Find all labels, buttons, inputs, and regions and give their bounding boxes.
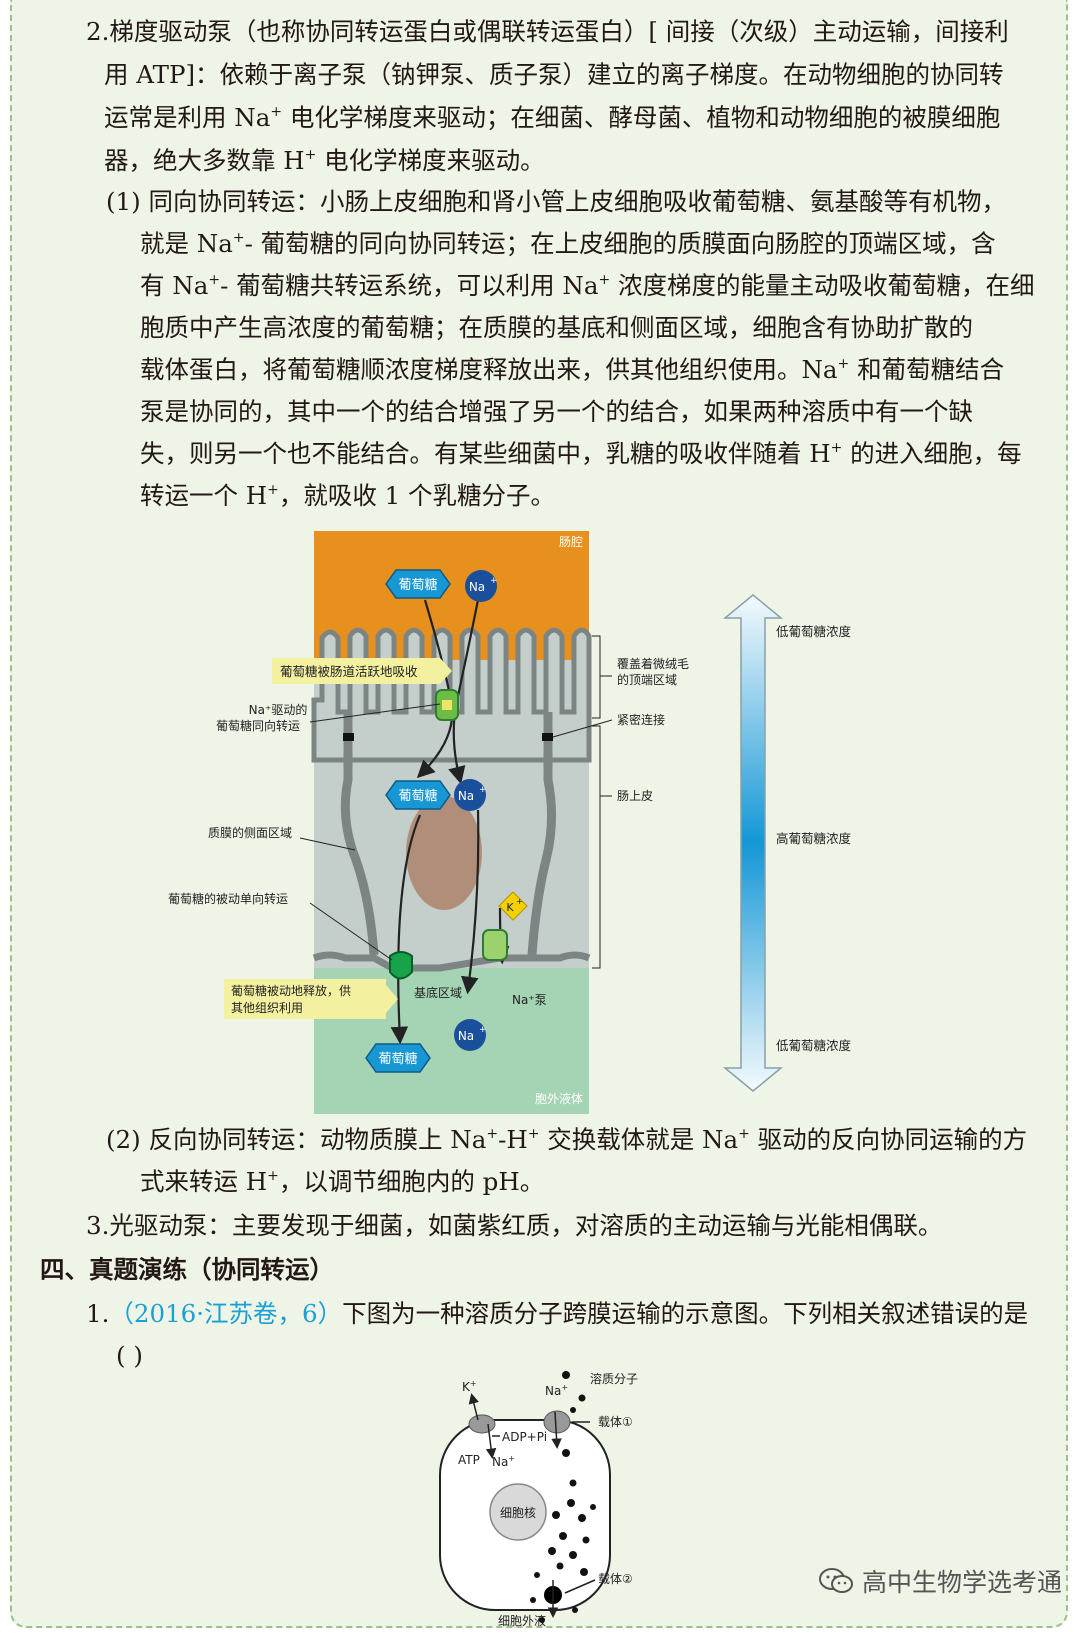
na-label-top: Na+ — [545, 1383, 568, 1398]
svg-text:Na: Na — [469, 580, 485, 594]
svg-text:其他组织利用: 其他组织利用 — [231, 1001, 303, 1015]
glucose-top: 葡萄糖 — [385, 569, 451, 599]
symport-line5: 载体蛋白，将葡萄糖顺浓度梯度释放出来，供其他组织使用。Na+ 和葡萄糖结合 — [140, 355, 1005, 384]
question-1: 1.（2016·江苏卷，6）下图为一种溶质分子跨膜运输的示意图。下列相关叙述错误… — [86, 1299, 1029, 1328]
svg-text:K: K — [506, 901, 514, 914]
tight-junction-right — [542, 733, 553, 741]
lumen-label: 肠腔 — [559, 534, 583, 549]
symport-line7: 失，则另一个也不能结合。有某些细菌中，乳糖的吸收伴随着 H+ 的进入细胞，每 — [140, 439, 1022, 468]
nucleus-label: 细胞核 — [500, 1506, 536, 1520]
symport-line2: 就是 Na+- 葡萄糖的同向协同转运；在上皮细胞的质膜面向肠腔的顶端区域，含 — [140, 229, 996, 258]
nucleus — [406, 796, 482, 910]
glucose-bottom: 葡萄糖 — [365, 1043, 431, 1073]
atp-label: ATP — [458, 1453, 480, 1467]
watermark: 高中生物学选考通 — [818, 1563, 1062, 1599]
svg-text:Na: Na — [458, 1029, 474, 1043]
label-apical-2: 的顶端区域 — [617, 672, 677, 687]
na-ion-top: Na + — [465, 570, 498, 602]
label-low-bottom: 低葡萄糖浓度 — [776, 1038, 852, 1053]
label-passive: 葡萄糖的被动单向转运 — [168, 891, 288, 906]
symport-line8: 转运一个 H+，就吸收 1 个乳糖分子。 — [140, 481, 556, 510]
callout-released: 葡萄糖被动地释放，供 其他组织利用 — [224, 979, 398, 1019]
lateral-membranes — [340, 712, 557, 956]
svg-text:葡萄糖: 葡萄糖 — [398, 577, 437, 593]
uniporter — [389, 951, 413, 980]
label-tight: 紧密连接 — [617, 712, 665, 727]
solute-molecules — [530, 1371, 596, 1623]
label-basal: 基底区域 — [414, 985, 462, 1000]
svg-text:葡萄糖: 葡萄糖 — [378, 1051, 417, 1067]
symport-line1: (1) 同向协同转运：小肠上皮细胞和肾小管上皮细胞吸收葡萄糖、氨基酸等有机物， — [106, 187, 1006, 216]
nucleus-circle — [489, 1483, 547, 1541]
na-pump — [482, 929, 508, 961]
section3: 3.光驱动泵：主要发现于细菌，如菌紫红质，对溶质的主动运输与光能相偶联。 — [86, 1211, 943, 1240]
label-low-top: 低葡萄糖浓度 — [776, 624, 852, 639]
na-ion-bottom: Na + — [454, 1019, 487, 1051]
svg-text:葡萄糖被肠道活跃地吸收: 葡萄糖被肠道活跃地吸收 — [280, 664, 418, 679]
svg-text:+: + — [479, 1025, 487, 1035]
section2-line4: 器，绝大多数靠 H+ 电化学梯度来驱动。 — [104, 146, 545, 175]
k-ion: K + — [498, 891, 528, 921]
basal-membrane — [312, 951, 591, 972]
watermark-text: 高中生物学选考通 — [861, 1568, 1062, 1597]
concentration-gradient-arrow — [722, 594, 784, 1092]
antiport-line1: (2) 反向协同转运：动物质膜上 Na+-H+ 交换载体就是 Na+ 驱动的反向… — [106, 1125, 1028, 1154]
na-label-bottom: Na+ — [492, 1454, 515, 1469]
section2-line1: 2.梯度驱动泵（也称协同转运蛋白或偶联转运蛋白）[ 间接（次级）主动运输，间接利 — [86, 17, 1009, 46]
section4-heading: 四、真题演练（协同转运） — [40, 1255, 334, 1284]
symport-line6: 泵是协同的，其中一个的结合增强了另一个的结合，如果两种溶质中有一个缺 — [140, 397, 973, 426]
section2-line2: 用 ATP]：依赖于离子泵（钠钾泵、质子泵）建立的离子梯度。在动物细胞的协同转 — [104, 60, 1004, 89]
callout-absorbed: 葡萄糖被肠道活跃地吸收 — [272, 658, 452, 684]
carrier-1 — [543, 1410, 571, 1434]
label-na-driven-2: 葡萄糖同向转运 — [216, 718, 300, 733]
label-apical-1: 覆盖着微绒毛 — [617, 656, 689, 671]
symport-line4: 胞质中产生高浓度的葡萄糖；在质膜的基底和侧面区域，细胞含有协助扩散的 — [140, 313, 973, 342]
question-paren: ( ) — [116, 1341, 143, 1370]
antiport-line2: 式来转运 H+，以调节细胞内的 pH。 — [140, 1167, 545, 1196]
svg-text:+: + — [516, 897, 523, 906]
k-label: K+ — [462, 1379, 477, 1394]
na-ion-middle: Na + — [454, 779, 487, 811]
ecf-label-2: 细胞外液 — [498, 1613, 546, 1628]
svg-text:+: + — [479, 785, 487, 795]
ecf-label: 胞外液体 — [535, 1091, 583, 1106]
label-high: 高葡萄糖浓度 — [776, 831, 852, 846]
tight-junction-left — [343, 733, 354, 741]
glucose-middle: 葡萄糖 — [385, 780, 451, 810]
carrier2-label: 载体② — [598, 1572, 633, 1586]
symport-line3: 有 Na+- 葡萄糖共转运系统，可以利用 Na+ 浓度梯度的能量主动吸收葡萄糖，… — [140, 271, 1035, 300]
svg-text:Na: Na — [458, 789, 474, 803]
svg-text:葡萄糖被动地释放，供: 葡萄糖被动地释放，供 — [231, 983, 351, 998]
label-lateral: 质膜的侧面区域 — [208, 825, 292, 840]
section2-line3: 运常是利用 Na+ 电化学梯度来驱动；在细菌、酵母菌、植物和动物细胞的被膜细胞 — [104, 103, 1001, 132]
carrier1-label: 载体① — [598, 1415, 633, 1429]
label-na-driven-1: Na⁺驱动的 — [249, 702, 308, 717]
label-epithelium: 肠上皮 — [617, 789, 653, 803]
symporter — [435, 689, 459, 721]
svg-text:+: + — [490, 576, 498, 586]
label-pump: Na⁺泵 — [512, 993, 547, 1007]
solute-label: 溶质分子 — [590, 1371, 638, 1386]
adp-label: ADP+Pi — [502, 1430, 547, 1444]
wechat-icon — [818, 1568, 853, 1593]
na-k-pump — [468, 1414, 496, 1434]
svg-text:葡萄糖: 葡萄糖 — [398, 788, 437, 804]
